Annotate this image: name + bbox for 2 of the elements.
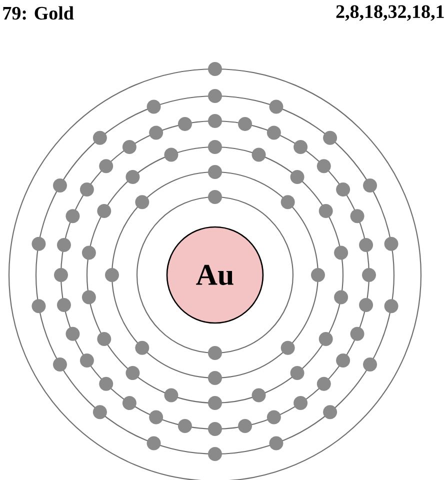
title: 79: Gold <box>3 6 74 20</box>
electron-configuration: 2,8,18,32,18,1 <box>336 5 444 21</box>
